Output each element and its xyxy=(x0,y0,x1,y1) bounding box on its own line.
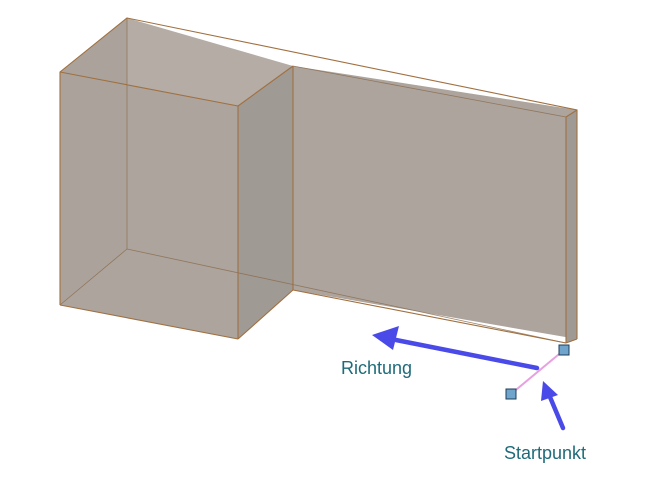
left-block-back-face xyxy=(60,18,127,305)
start-arrow xyxy=(541,381,566,431)
right-block-end-face xyxy=(566,110,577,343)
visible-edges xyxy=(59,17,578,344)
hidden-edges xyxy=(59,18,567,344)
start-arrowhead xyxy=(541,381,558,401)
selection-line xyxy=(510,349,565,395)
direction-arrowhead xyxy=(372,326,399,350)
direction-arrow xyxy=(372,326,540,371)
step-side-face xyxy=(238,66,293,339)
extruded-solid[interactable] xyxy=(59,17,578,344)
right-block-front-face xyxy=(293,66,577,339)
arrow-up-icon xyxy=(547,394,566,431)
arrow-left-icon xyxy=(393,337,540,371)
direction-label: Richtung xyxy=(341,358,412,378)
start-point-label: Startpunkt xyxy=(504,443,586,463)
square-handle-icon[interactable] xyxy=(558,344,570,356)
square-handle-icon[interactable] xyxy=(505,388,517,400)
